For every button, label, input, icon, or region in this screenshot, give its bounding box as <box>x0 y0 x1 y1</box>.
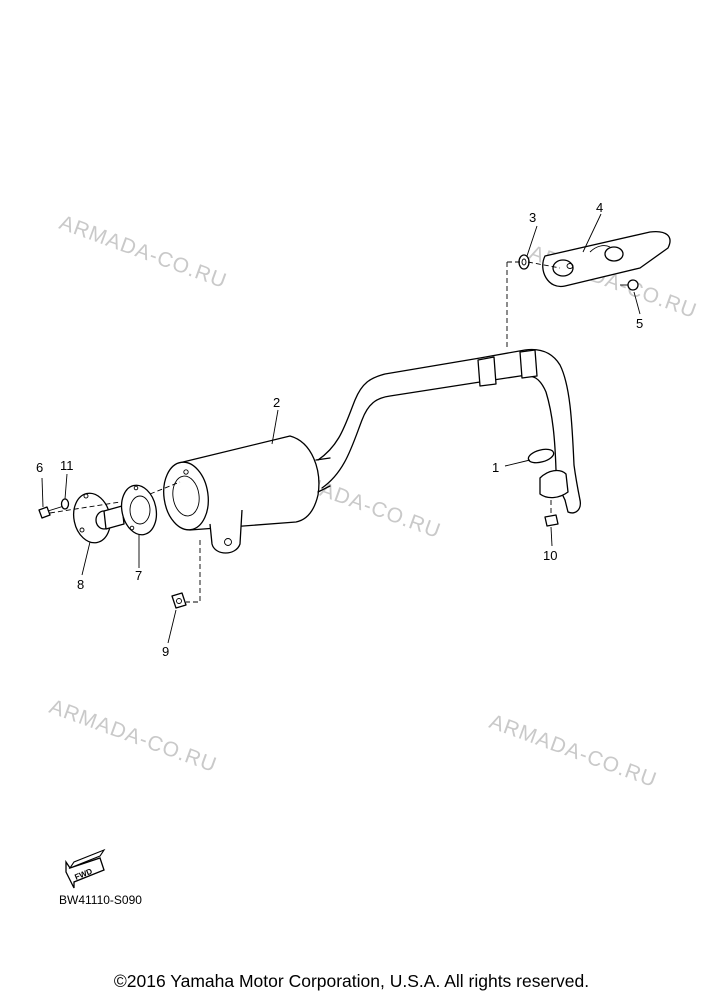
leader-lines <box>41 213 641 644</box>
muffler-bolt <box>171 592 187 609</box>
part-label-8: 8 <box>77 577 84 592</box>
part-label-6: 6 <box>36 460 43 475</box>
watermark-1: ARMADA-CO.RU <box>56 211 230 293</box>
muffler <box>163 435 331 554</box>
part-label-3: 3 <box>529 210 536 225</box>
part-label-11: 11 <box>60 458 74 473</box>
mount-nut <box>544 514 559 527</box>
exhaust-pipe <box>317 348 581 514</box>
watermark-4: ARMADA-CO.RU <box>46 695 220 777</box>
copyright-notice: ©2016 Yamaha Motor Corporation, U.S.A. A… <box>113 971 590 991</box>
part-label-1: 1 <box>492 460 499 475</box>
part-label-5: 5 <box>636 316 643 331</box>
flange-bolt <box>38 505 65 519</box>
flange-washer <box>60 498 70 510</box>
end-cap <box>72 492 125 544</box>
damper <box>527 448 555 464</box>
bracket-bolt <box>620 279 639 291</box>
part-label-10: 10 <box>543 548 557 563</box>
assembly-lines <box>49 261 561 603</box>
part-label-4: 4 <box>596 200 603 215</box>
part-label-2: 2 <box>273 395 280 410</box>
fwd-arrow-icon: FWD <box>65 848 106 889</box>
watermark-5: ARMADA-CO.RU <box>486 710 660 792</box>
bracket <box>542 230 671 288</box>
gasket <box>120 484 158 536</box>
part-label-7: 7 <box>135 568 142 583</box>
diagram-code: BW41110-S090 <box>59 893 142 907</box>
washer <box>518 254 530 270</box>
part-label-9: 9 <box>162 644 169 659</box>
